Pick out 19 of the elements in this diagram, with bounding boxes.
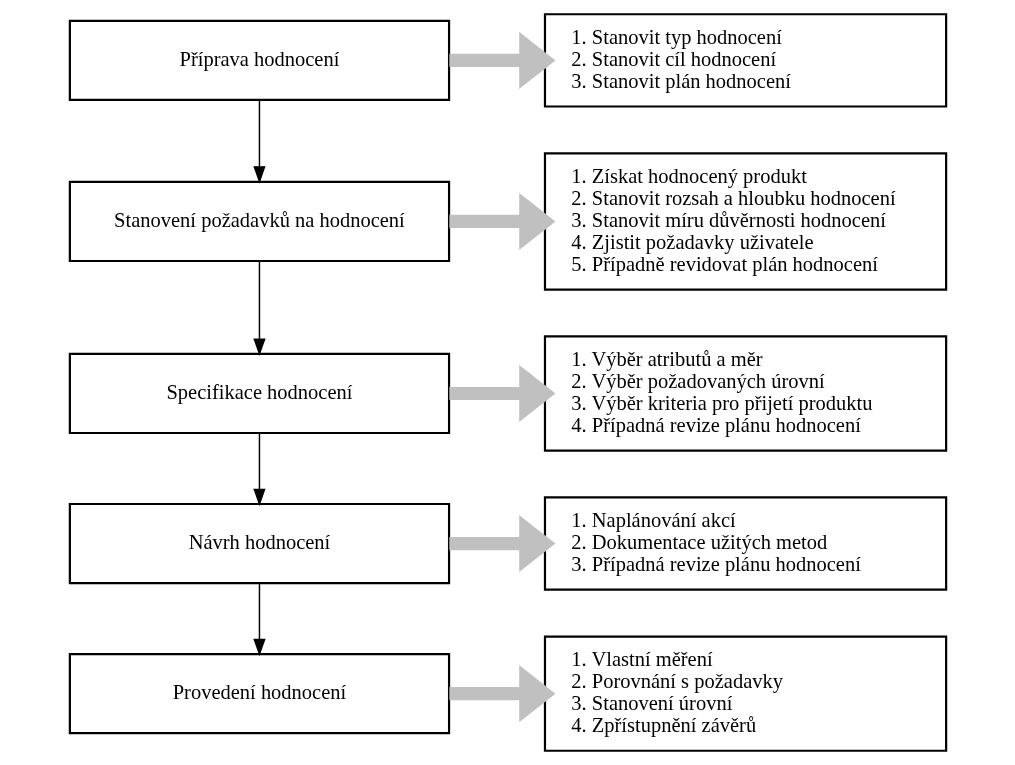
arrow [252,582,266,657]
node-box: Příprava hodnocení [68,19,450,101]
node-box: 1. Vlastní měření 2. Porovnání s požadavky 3. Stanovení úrovní 4. Zpřístupnění závěrů [543,635,947,752]
arrow [448,514,555,573]
arrow [448,665,555,723]
node-box: Stanovení požadavků na hodnocení [68,180,450,263]
node-box: Návrh hodnocení [68,502,450,585]
node-box: 1. Naplánování akcí 2. Dokumentace užitých metod 3. Případná revize plánu hodnocení [543,496,947,591]
arrow [252,99,266,184]
node-box: Specifikace hodnocení [68,352,450,435]
arrow [252,432,266,507]
node-box: 1. Získat hodnocený produkt 2. Stanovit rozsah a hloubku hodnocení 3. Stanovit míru důvěrnosti hodnocení 4. Zjistit požadavky uživatele 5. Případně revidovat plán hodnocení [543,152,947,291]
node-box: Provedení hodnocení [68,653,450,735]
arrow [448,192,555,251]
arrow [448,31,555,89]
arrow [252,260,266,356]
arrow [448,364,555,423]
node-box: 1. Stanovit typ hodnocení 2. Stanovit cíl hodnocení 3. Stanovit plán hodnocení [543,13,947,108]
node-box: 1. Výběr atributů a měr 2. Výběr požadovaných úrovní 3. Výběr kriteria pro přijetí produktu 4. Případná revize plánu hodnocení [543,335,947,452]
